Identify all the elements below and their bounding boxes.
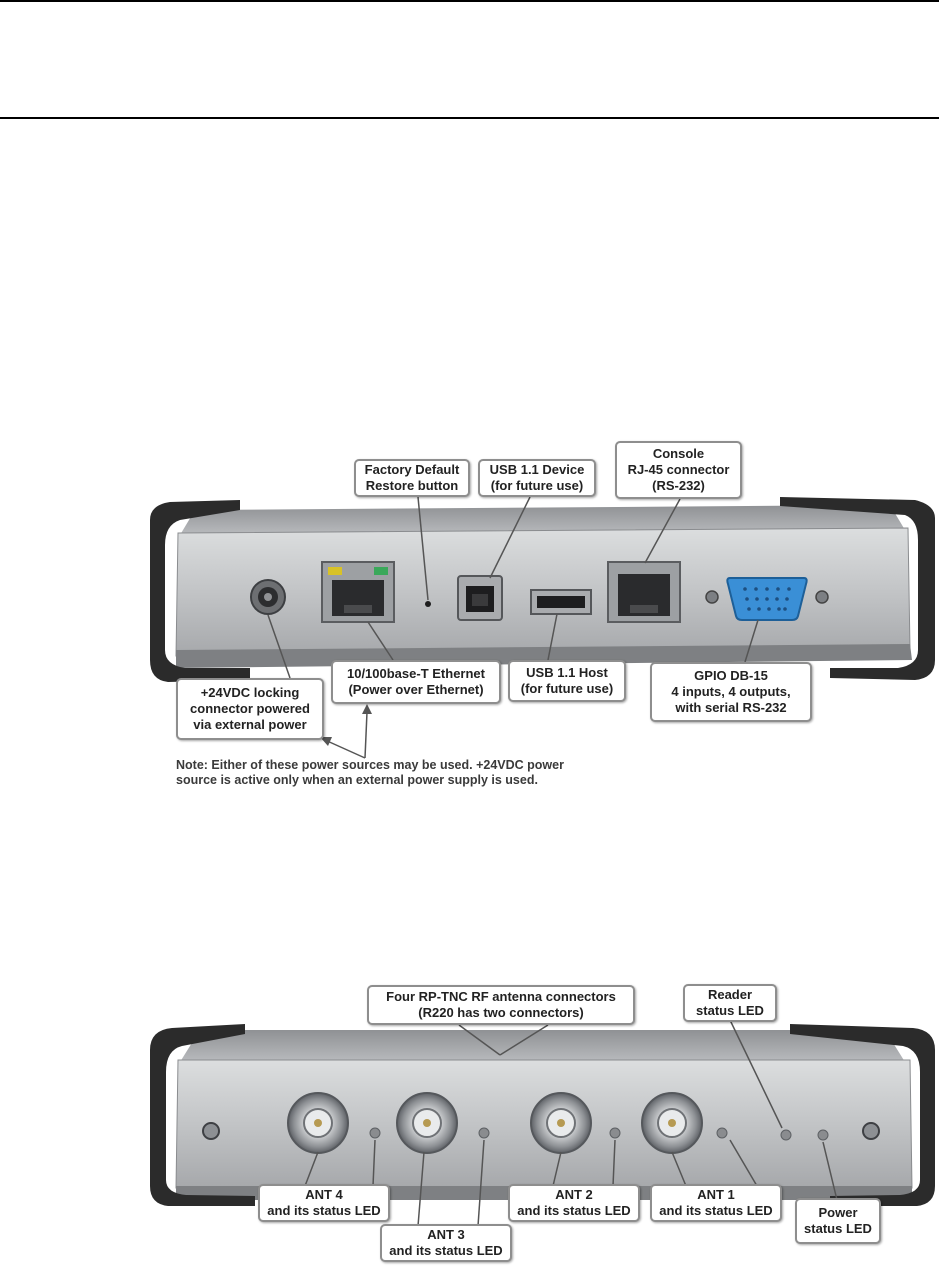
ant4-status-led <box>370 1128 380 1138</box>
usb-device-callout: USB 1.1 Device (for future use) <box>478 459 596 497</box>
ant4-callout: ANT 4 and its status LED <box>258 1184 390 1222</box>
ant3-connector <box>397 1093 457 1153</box>
gpio-callout: GPIO DB-15 4 inputs, 4 outputs, with ser… <box>650 662 812 722</box>
ant2-connector <box>531 1093 591 1153</box>
ant3-status-led <box>479 1128 489 1138</box>
power-source-note: Note: Either of these power sources may … <box>176 758 564 788</box>
power-led-callout: Power status LED <box>795 1198 881 1244</box>
ant4-connector <box>288 1093 348 1153</box>
ant1-status-led <box>717 1128 727 1138</box>
factory-default-callout: Factory Default Restore button <box>354 459 470 497</box>
antenna-connectors-callout: Four RP-TNC RF antenna connectors (R220 … <box>367 985 635 1025</box>
reader-status-led <box>781 1130 791 1140</box>
ant2-status-led <box>610 1128 620 1138</box>
ant3-callout: ANT 3 and its status LED <box>380 1224 512 1262</box>
ant1-connector <box>642 1093 702 1153</box>
usb-host-callout: USB 1.1 Host (for future use) <box>508 660 626 702</box>
chassis2-top <box>180 1030 905 1062</box>
reset-pinhole <box>425 601 431 607</box>
power-connector-callout: +24VDC locking connector powered via ext… <box>176 678 324 740</box>
ant1-callout: ANT 1 and its status LED <box>650 1184 782 1222</box>
ant2-callout: ANT 2 and its status LED <box>508 1184 640 1222</box>
console-callout: Console RJ-45 connector (RS-232) <box>615 441 742 499</box>
ethernet-callout: 10/100base-T Ethernet (Power over Ethern… <box>331 660 501 704</box>
reader-led-callout: Reader status LED <box>683 984 777 1022</box>
power-status-led <box>818 1130 828 1140</box>
